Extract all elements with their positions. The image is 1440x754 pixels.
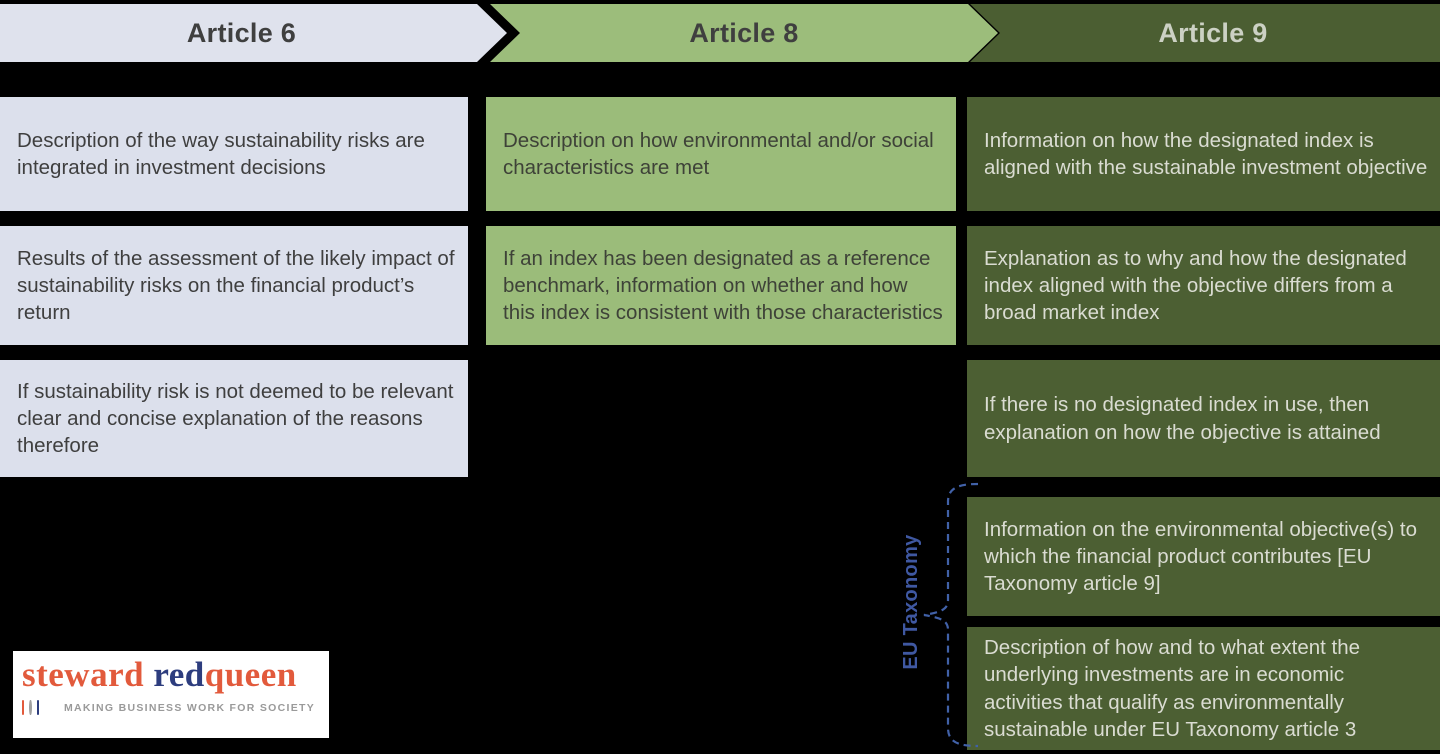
taxonomy-brace-icon xyxy=(923,482,979,748)
logo-tagline-row: MAKING BUSINESS WORK FOR SOCIETY xyxy=(22,700,315,715)
article9-requirement-2-text: Explanation as to why and how the design… xyxy=(984,246,1407,325)
logo-word-queen: queen xyxy=(204,655,297,694)
article8-requirement-2-text: If an index has been designated as a ref… xyxy=(503,246,943,325)
article6-requirement-1: Description of the way sustainability ri… xyxy=(0,97,468,211)
article9-taxonomy-requirement-1: Information on the environmental objecti… xyxy=(967,497,1440,616)
article6-requirement-2-text: Results of the assessment of the likely … xyxy=(17,246,455,325)
article9-requirement-2: Explanation as to why and how the design… xyxy=(967,226,1440,345)
article9-taxonomy-requirement-2-text: Description of how and to what extent th… xyxy=(984,636,1361,741)
article9-requirement-1-text: Information on how the designated index … xyxy=(984,128,1428,179)
header-label-article-9: Article 9 xyxy=(1158,17,1268,48)
article9-taxonomy-requirement-2: Description of how and to what extent th… xyxy=(967,627,1440,750)
header-label-article-8: Article 8 xyxy=(689,17,799,48)
taxonomy-label: EU Taxonomy xyxy=(899,534,922,670)
article8-requirement-1-text: Description on how environmental and/or … xyxy=(503,128,934,179)
header-chevron-article-8: Article 8 xyxy=(490,4,998,62)
header-chevron-article-9: Article 9 xyxy=(970,4,1440,62)
article8-requirement-2: If an index has been designated as a ref… xyxy=(486,226,956,345)
article9-requirement-3-text: If there is no designated index in use, … xyxy=(984,393,1381,444)
header-label-article-6: Article 6 xyxy=(186,17,297,48)
article6-requirement-2: Results of the assessment of the likely … xyxy=(0,226,468,345)
logo-square-orange-icon xyxy=(22,700,25,715)
logo-word-red: red xyxy=(153,655,205,694)
article9-taxonomy-requirement-1-text: Information on the environmental objecti… xyxy=(984,517,1418,596)
article8-requirement-1: Description on how environmental and/or … xyxy=(486,97,956,211)
logo-tagline: MAKING BUSINESS WORK FOR SOCIETY xyxy=(63,701,316,714)
logo-square-navy-icon xyxy=(36,700,39,715)
article6-requirement-3: If sustainability risk is not deemed to … xyxy=(0,360,468,477)
article9-requirement-3: If there is no designated index in use, … xyxy=(967,360,1440,477)
logo-steward-redqueen: steward redqueen MAKING BUSINESS WORK FO… xyxy=(13,651,329,738)
logo-square-gray-icon xyxy=(29,700,32,715)
header-chevron-article-6: Article 6 xyxy=(0,4,507,62)
logo-word-steward: steward xyxy=(22,655,154,694)
logo-wordmark: steward redqueen xyxy=(22,655,315,695)
article9-requirement-1: Information on how the designated index … xyxy=(967,97,1440,211)
article6-requirement-3-text: If sustainability risk is not deemed to … xyxy=(17,379,454,458)
article6-requirement-1-text: Description of the way sustainability ri… xyxy=(17,128,425,179)
